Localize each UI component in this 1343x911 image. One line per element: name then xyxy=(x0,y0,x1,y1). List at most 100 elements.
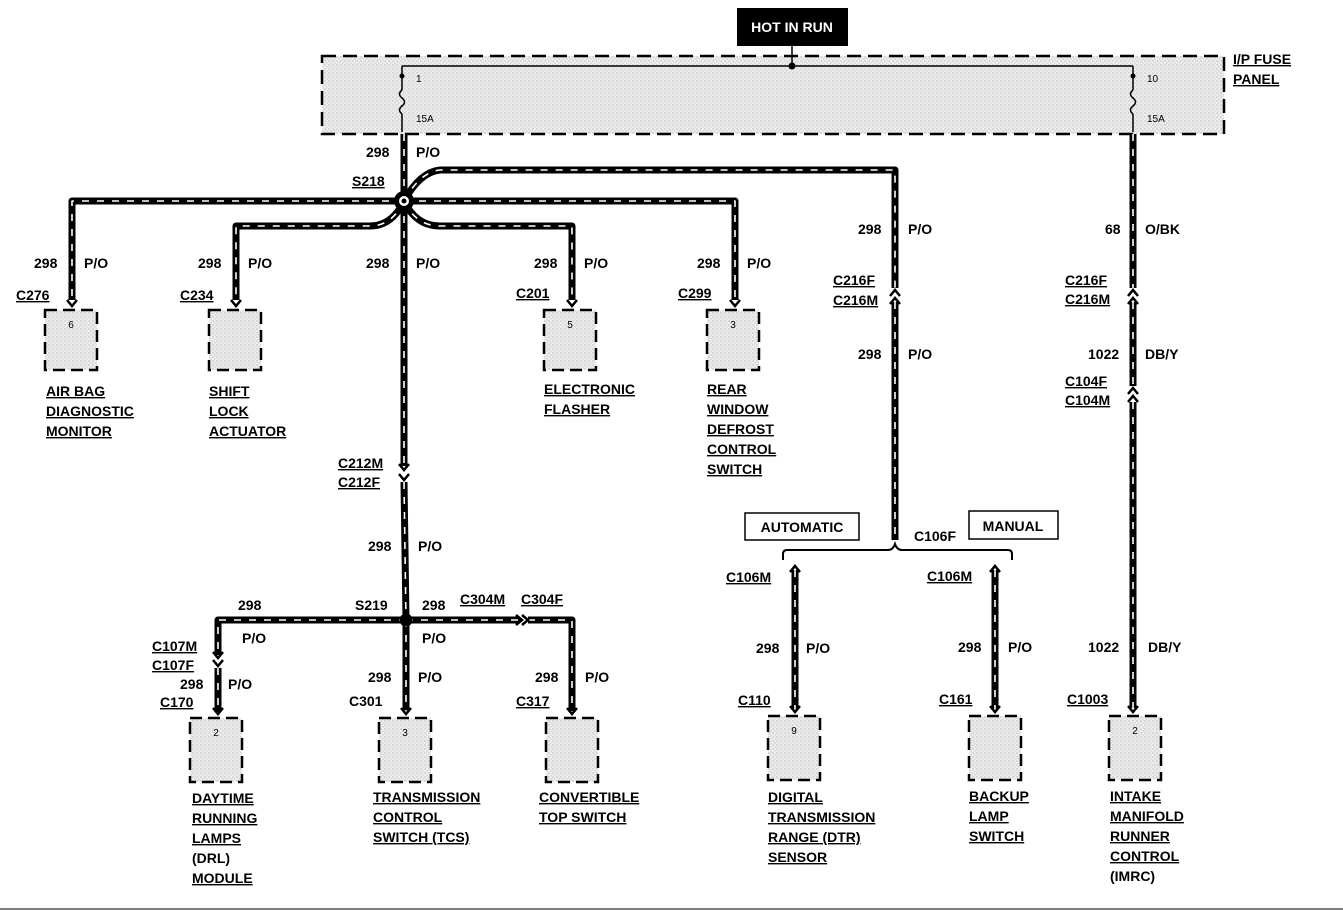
splice-label-s219: S219 xyxy=(355,597,388,613)
connector-c304m: C304M xyxy=(460,591,505,607)
color-po-shiftlock: P/O xyxy=(248,255,272,271)
circuit-298-center: 298 xyxy=(366,255,390,271)
air-bag-module-pin: 6 xyxy=(68,320,74,331)
fuse-panel: 1 15A 10 15A xyxy=(320,46,1226,136)
fuse-1-rating: 15A xyxy=(416,114,434,125)
shift-lock-name-line-3: ACTUATOR xyxy=(209,423,286,439)
c234-arrow xyxy=(230,299,242,308)
tcs-name-line-1: TRANSMISSION xyxy=(373,789,480,805)
connector-c161: C161 xyxy=(939,691,973,707)
fuse-1-icon xyxy=(398,89,406,115)
manual-label: MANUAL xyxy=(983,518,1044,534)
c216m-arrow-2 xyxy=(1127,296,1139,305)
connector-c299: C299 xyxy=(678,285,712,301)
connector-c212f: C212F xyxy=(338,474,380,490)
backup-name-line-1: BACKUP xyxy=(969,788,1029,804)
connector-c106m-auto: C106M xyxy=(726,569,771,585)
imrc-name-line-2: MANIFOLD xyxy=(1110,808,1184,824)
dtr-sensor: 9 xyxy=(766,714,822,782)
circuit-298-shiftlock: 298 xyxy=(198,255,222,271)
circuit-298-airbag: 298 xyxy=(34,255,58,271)
c216m-arrow xyxy=(889,296,901,305)
imrc-actuator-pin: 2 xyxy=(1132,726,1138,737)
circuit-1022-upper: 1022 xyxy=(1088,346,1119,362)
circuit-298-flasher: 298 xyxy=(534,255,558,271)
drl-module: 2 xyxy=(188,716,244,784)
wire-c212-s219 xyxy=(400,481,410,621)
dtr-name-line-2: TRANSMISSION xyxy=(768,809,875,825)
connector-c216f: C216F xyxy=(833,272,875,288)
connector-c276: C276 xyxy=(16,287,50,303)
connector-c201: C201 xyxy=(516,285,550,301)
circuit-298-drl-branch: 298 xyxy=(238,597,262,613)
fuse-10-rating: 15A xyxy=(1147,114,1165,125)
imrc-actuator: 2 xyxy=(1107,714,1163,782)
air-bag-module: 6 xyxy=(43,308,99,372)
c106-bracket xyxy=(782,540,1013,560)
manual-box: MANUAL xyxy=(968,510,1059,540)
drl-module-pin: 2 xyxy=(213,728,219,739)
splice-label-s218: S218 xyxy=(352,173,385,189)
connector-c104m: C104M xyxy=(1065,392,1110,408)
color-po-c212: P/O xyxy=(418,538,442,554)
c317-arrow xyxy=(566,707,578,716)
fuse-10-icon xyxy=(1129,89,1137,115)
imrc-name-line-4: CONTROL xyxy=(1110,848,1180,864)
color-po-s219-right: P/O xyxy=(422,630,446,646)
air-bag-name-line-3: MONITOR xyxy=(46,423,112,439)
circuit-298-tcs: 298 xyxy=(368,669,392,685)
automatic-box: AUTOMATIC xyxy=(744,512,860,541)
shift-lock-actuator xyxy=(207,308,263,372)
svg-text:HOT IN RUN: HOT IN RUN xyxy=(751,19,833,35)
circuit-298-main: 298 xyxy=(366,144,390,160)
fuse-10-number: 10 xyxy=(1147,74,1159,85)
convertible-name-line-1: CONVERTIBLE xyxy=(539,789,639,805)
shift-lock-name-line-1: SHIFT xyxy=(209,383,250,399)
circuit-298-c106: 298 xyxy=(858,346,882,362)
connector-arrows xyxy=(66,288,1139,716)
rear-defrost-switch: 3 xyxy=(705,308,761,372)
connector-c301: C301 xyxy=(349,693,383,709)
wire-rear-defrost xyxy=(404,197,739,300)
circuit-1022-lower: 1022 xyxy=(1088,639,1119,655)
c212f-arrow xyxy=(398,473,410,482)
c161-arrow xyxy=(989,705,1001,714)
dtr-name-line-1: DIGITAL xyxy=(768,789,823,805)
c304f-arrow xyxy=(521,614,530,626)
circuit-298-drl: 298 xyxy=(180,676,204,692)
connector-c106f: C106F xyxy=(914,528,956,544)
connector-c317: C317 xyxy=(516,693,550,709)
circuit-298-c212: 298 xyxy=(368,538,392,554)
color-po-drl: P/O xyxy=(228,676,252,692)
circuit-298-backup: 298 xyxy=(958,639,982,655)
color-po-tcs: P/O xyxy=(418,669,442,685)
c110-arrow xyxy=(789,705,801,714)
connector-c1003: C1003 xyxy=(1067,691,1108,707)
rear-defrost-switch-pin: 3 xyxy=(730,320,736,331)
automatic-label: AUTOMATIC xyxy=(761,519,844,535)
c216f-arrow xyxy=(889,288,901,297)
backup-lamp-switch xyxy=(967,714,1023,782)
fuse-panel-title-2: PANEL xyxy=(1233,71,1280,87)
convertible-name-line-2: TOP SWITCH xyxy=(539,809,626,825)
color-po-drl-branch: P/O xyxy=(242,630,266,646)
c107f-arrow xyxy=(212,659,224,668)
connector-c110: C110 xyxy=(738,692,771,708)
wire-shift-lock xyxy=(232,199,408,300)
connector-c234: C234 xyxy=(180,287,214,303)
c104f-arrow xyxy=(1127,386,1139,395)
air-bag-name-line-2: DIAGNOSTIC xyxy=(46,403,134,419)
dtr-name-line-4: SENSOR xyxy=(768,849,827,865)
color-po-flasher: P/O xyxy=(584,255,608,271)
circuit-298-dtr: 298 xyxy=(756,640,780,656)
connector-c216m: C216M xyxy=(833,292,878,308)
color-po-c106: P/O xyxy=(908,346,932,362)
color-po-airbag: P/O xyxy=(84,255,108,271)
circuit-298-convertible: 298 xyxy=(535,669,559,685)
tcs-name-line-2: CONTROL xyxy=(373,809,443,825)
drl-name-line-5: MODULE xyxy=(192,870,253,886)
circuit-298-defrost: 298 xyxy=(697,255,721,271)
